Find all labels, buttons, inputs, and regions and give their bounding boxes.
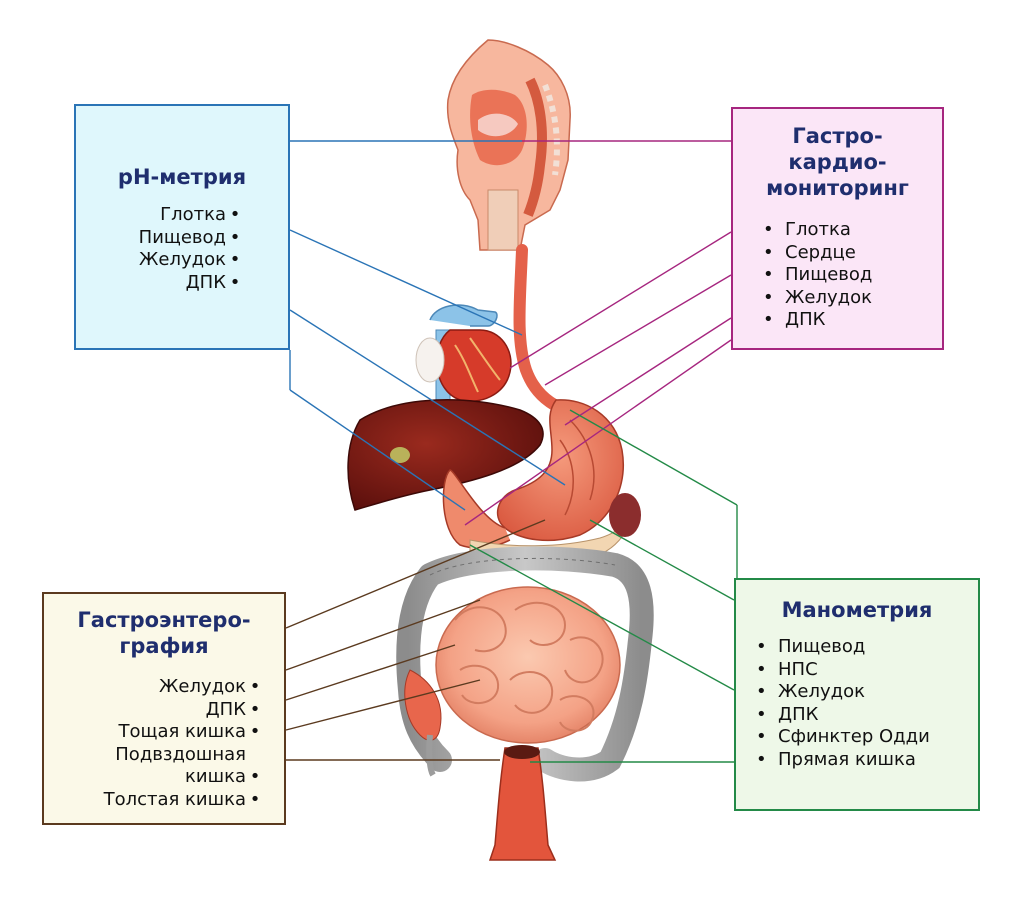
list-item: •Желудок (763, 286, 872, 308)
list-item: Тощая кишка• (118, 721, 261, 742)
ph-connector-lines (289, 140, 566, 511)
list-item: •Пищевод (756, 636, 866, 657)
list-item: •Сфинктер Одди (756, 726, 930, 747)
list-item: Пищевод• (138, 226, 241, 248)
gastro-cardio-list: •Глотка •Сердце •Пищевод •Желудок •ДПК (761, 219, 872, 332)
list-item: •НПС (756, 658, 818, 680)
list-item: кишка• (185, 766, 261, 787)
gastro-cardio-monitoring-box: Гастро- кардио- мониторинг •Глотка •Серд… (731, 107, 944, 350)
esophagus-illustration (513, 244, 566, 414)
list-item: Желудок• (159, 676, 261, 697)
heart-illustration (415, 304, 512, 402)
ph-metry-title: рН-метрия (117, 165, 247, 189)
gastroenterography-box: Гастроэнтеро- графия Желудок• ДПК• Тощая… (42, 592, 286, 825)
manometry-list: •Пищевод •НПС •Желудок •ДПК •Сфинктер Од… (754, 636, 930, 771)
gastroenterography-list: Желудок• ДПК• Тощая кишка• Подвздошная к… (104, 676, 264, 811)
list-item: Глотка• (160, 204, 241, 225)
liver-illustration (347, 399, 544, 511)
stomach-illustration (496, 399, 624, 542)
list-item: •ДПК (756, 703, 819, 725)
list-item: Желудок• (139, 249, 241, 270)
ge-connector-lines (285, 519, 546, 761)
list-item: •Прямая кишка (756, 748, 916, 770)
list-item: ДПК• (185, 271, 241, 293)
small-intestine-illustration (435, 586, 621, 744)
rectum-illustration (488, 747, 557, 861)
list-item: •Желудок (756, 681, 865, 702)
pharynx-illustration (446, 39, 571, 251)
list-item: Подвздошная (115, 743, 246, 765)
gallbladder-illustration (390, 447, 410, 463)
list-item: Толстая кишка• (103, 788, 261, 810)
manometry-box: Манометрия •Пищевод •НПС •Желудок •ДПК •… (734, 578, 980, 811)
gastro-cardio-title: Гастро- кардио- мониторинг (766, 124, 909, 200)
ph-metry-list: Глотка• Пищевод• Желудок• ДПК• (139, 204, 244, 294)
ph-metry-box: рН-метрия Глотка• Пищевод• Желудок• ДПК• (74, 104, 290, 350)
list-item: •Пищевод (763, 264, 873, 285)
list-item: ДПК• (205, 698, 261, 720)
list-item: •Сердце (763, 241, 856, 263)
gk-connector-lines (464, 140, 732, 526)
manometry-title: Манометрия (781, 598, 933, 622)
list-item: •ДПК (763, 309, 826, 330)
list-item: •Глотка (763, 219, 851, 240)
gastroenterography-title: Гастроэнтеро- графия (77, 608, 251, 658)
mn-connector-lines (469, 409, 738, 763)
